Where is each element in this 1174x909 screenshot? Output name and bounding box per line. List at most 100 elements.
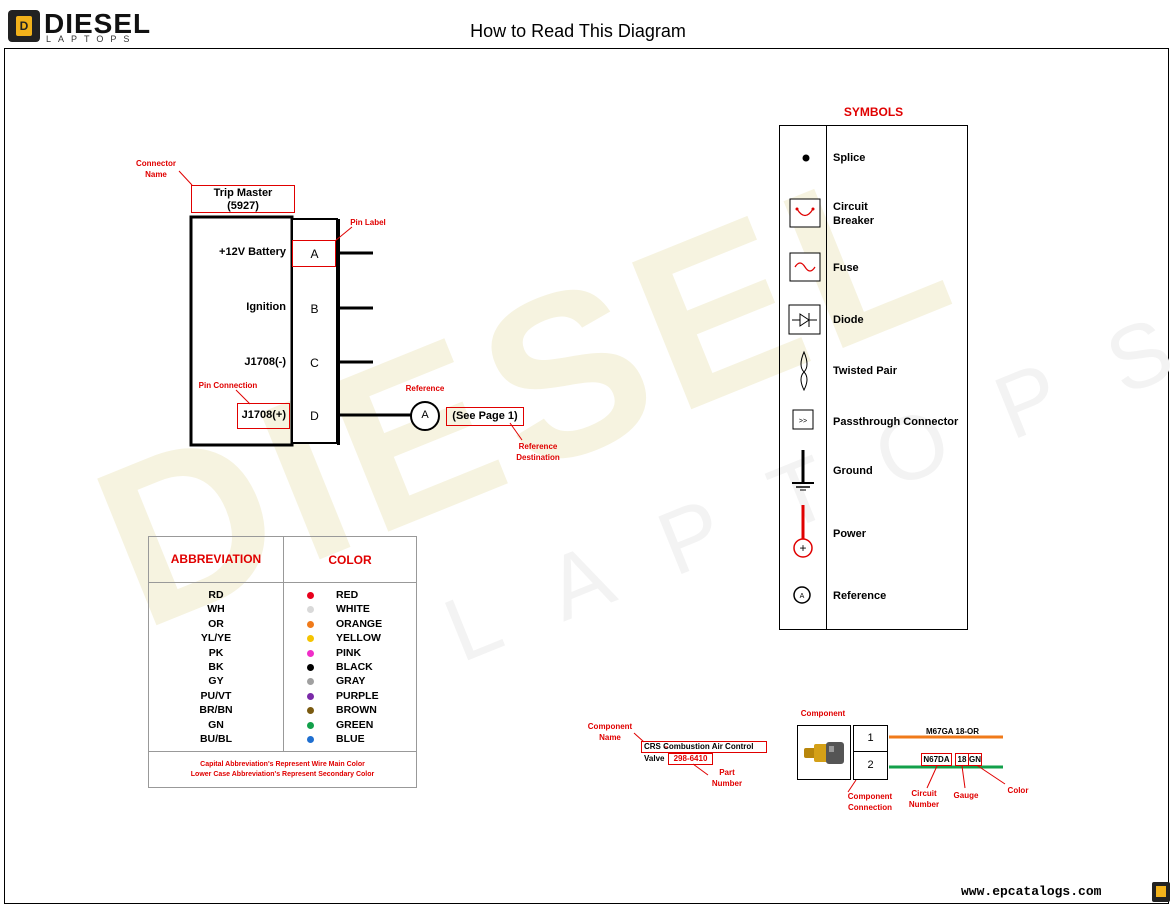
reference-annotation: Reference bbox=[405, 384, 445, 393]
pin-label-annotation: Pin Label bbox=[350, 218, 386, 227]
color-abbreviation: PU/VT bbox=[200, 689, 232, 702]
pin-function-c: J1708(-) bbox=[244, 356, 286, 368]
symbol-label-splice: Splice bbox=[833, 152, 866, 164]
color-name: GREEN bbox=[336, 718, 374, 731]
ground-icon bbox=[792, 450, 814, 491]
wire2-gauge-box: 18 bbox=[955, 753, 969, 766]
svg-text:A: A bbox=[800, 593, 805, 600]
color-table-row: PK PINK bbox=[149, 647, 416, 661]
symbol-label-circuit-breaker: Circuit Breaker bbox=[833, 201, 874, 227]
color-swatch-dot bbox=[307, 736, 314, 743]
color-table-row: GN GREEN bbox=[149, 719, 416, 733]
component-name-line2: Valve bbox=[644, 754, 665, 763]
page-title: How to Read This Diagram bbox=[470, 21, 686, 41]
color-abbreviation: BR/BN bbox=[199, 704, 233, 717]
symbol-label-power: Power bbox=[833, 528, 867, 540]
reference-circle-letter: A bbox=[421, 409, 429, 421]
color-swatch-dot bbox=[307, 620, 314, 628]
twisted-pair-icon bbox=[800, 350, 808, 392]
color-abbreviation: OR bbox=[208, 617, 224, 630]
color-name: PURPLE bbox=[336, 689, 379, 702]
footer-logo-icon bbox=[1152, 882, 1170, 902]
color-abbreviation: GN bbox=[208, 718, 224, 731]
passthrough-connector-icon: >> bbox=[792, 409, 814, 430]
color-name: WHITE bbox=[336, 603, 370, 616]
color-swatch-dot bbox=[307, 649, 314, 657]
pin-function-b: Ignition bbox=[246, 301, 286, 313]
color-name: BLUE bbox=[336, 733, 365, 745]
color-swatch-dot bbox=[307, 606, 314, 614]
color-table-row: PU/VT PURPLE bbox=[149, 690, 416, 704]
symbols-title: SYMBOLS bbox=[843, 105, 904, 119]
diagram-frame bbox=[4, 48, 1169, 904]
pin-letter-d: D bbox=[310, 409, 319, 423]
component-name-box: CRS Combustion Air Control Valve 298-641… bbox=[641, 741, 767, 766]
color-swatch-dot bbox=[307, 692, 314, 700]
brand-name: DIESEL bbox=[44, 8, 152, 39]
pin-connection-annotation: Pin Connection bbox=[198, 381, 258, 390]
color-table-header-color: COLOR bbox=[328, 553, 372, 567]
color-name: PINK bbox=[336, 646, 362, 659]
color-abbreviation: PK bbox=[208, 646, 224, 659]
color-table-row: BU/BL BLUE bbox=[149, 733, 416, 747]
color-annotation: Color bbox=[1007, 786, 1029, 795]
wire1-label: M67GA 18-OR bbox=[926, 727, 980, 736]
color-name: RED bbox=[336, 589, 359, 601]
color-swatch-dot bbox=[307, 664, 314, 671]
footer-url[interactable]: www.epcatalogs.com bbox=[961, 884, 1102, 899]
color-name: GRAY bbox=[336, 675, 366, 688]
color-table-row: RD RED bbox=[149, 589, 416, 603]
logo-badge-icon: D bbox=[8, 10, 40, 42]
symbol-label-fuse: Fuse bbox=[833, 262, 859, 274]
color-name: BLACK bbox=[336, 661, 373, 673]
power-icon: + bbox=[793, 505, 813, 558]
wire2-circuit-box: N67DA bbox=[921, 753, 952, 766]
component-annotation: Component bbox=[800, 709, 846, 718]
symbol-label-twisted-pair: Twisted Pair bbox=[833, 365, 897, 377]
color-name: BROWN bbox=[336, 704, 377, 717]
component-pin-2: 2 bbox=[853, 752, 888, 780]
color-name: YELLOW bbox=[336, 632, 381, 645]
reference-destination-box: (See Page 1) bbox=[446, 407, 524, 426]
color-swatch-dot bbox=[307, 592, 314, 599]
color-name: ORANGE bbox=[336, 617, 383, 630]
component-name-line1: CRS Combustion Air Control bbox=[644, 742, 754, 751]
color-table-note-line1: Capital Abbreviation's Represent Wire Ma… bbox=[200, 761, 365, 768]
color-swatch-dot bbox=[307, 721, 314, 729]
pin-label-highlight bbox=[292, 240, 336, 267]
color-abbreviation: RD bbox=[208, 589, 224, 601]
svg-text:+: + bbox=[799, 541, 806, 555]
svg-text:>>: >> bbox=[799, 418, 807, 425]
wire2-color-box: GN bbox=[968, 753, 982, 766]
pin-connection-box bbox=[237, 403, 290, 429]
connector-number: (5927) bbox=[227, 200, 259, 212]
color-table-header-abbreviation: ABBREVIATION bbox=[170, 552, 262, 566]
color-swatch-dot bbox=[307, 678, 314, 686]
gauge-annotation: Gauge bbox=[953, 791, 979, 800]
pin-function-a: +12V Battery bbox=[219, 246, 286, 258]
color-swatch-dot bbox=[307, 707, 314, 715]
color-abbreviation: GY bbox=[208, 675, 224, 688]
color-table-row: OR ORANGE bbox=[149, 618, 416, 632]
circuit-breaker-icon bbox=[789, 198, 821, 228]
pin-letter-a: A bbox=[310, 247, 319, 261]
connector-name-box: Trip Master (5927) bbox=[191, 185, 295, 213]
color-abbreviation: BU/BL bbox=[199, 733, 233, 745]
connector-name: Trip Master bbox=[213, 187, 273, 199]
splice-icon bbox=[802, 154, 810, 162]
pin-letter-b: B bbox=[310, 302, 319, 316]
part-number-box: 298-6410 bbox=[668, 753, 713, 765]
pin-letter-c: C bbox=[310, 356, 319, 370]
fuse-icon bbox=[789, 252, 821, 282]
component-pin-1: 1 bbox=[853, 725, 888, 752]
